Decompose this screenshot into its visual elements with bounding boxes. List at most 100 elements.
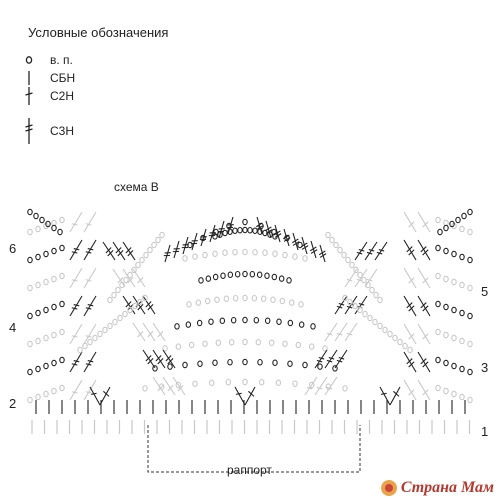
treble-stitch [256, 216, 263, 235]
watermark: Страна Мам [380, 479, 494, 497]
treble-stitch [265, 220, 272, 239]
stitch-bar [71, 335, 78, 338]
chain-stitch [43, 362, 49, 370]
stitch-bar [127, 250, 134, 257]
double-stitch [417, 211, 431, 233]
treble-stitch [218, 220, 225, 239]
treble-stitch [403, 295, 417, 317]
chain-stitch [27, 312, 33, 320]
chain-stitch [117, 314, 123, 322]
chain-stitch [302, 255, 308, 262]
chain-stitch [195, 299, 202, 306]
stitch-bar [71, 251, 78, 254]
chain-stitch [151, 241, 157, 249]
stitch-bar [137, 277, 144, 284]
chain-stitch [159, 231, 165, 239]
treble-stitch [417, 239, 431, 261]
row-number-4: 4 [9, 320, 17, 335]
stitch-bar [422, 221, 429, 228]
legend-item-sc: СБН [22, 68, 75, 88]
double-stitch [69, 211, 83, 233]
chain-stitch [107, 296, 113, 304]
stitch-bar [306, 386, 313, 390]
chain-stitch [43, 306, 49, 314]
chain-stitch [322, 345, 328, 352]
chain-stitch [182, 255, 188, 262]
chain-stitch [253, 316, 260, 324]
double-stitch [162, 376, 176, 396]
chain-stitch [467, 312, 473, 320]
chain-stitch [242, 378, 248, 386]
treble-stitch [122, 295, 136, 315]
chain-stitch [197, 360, 203, 367]
stitch-bar [73, 304, 80, 307]
chain-stitch [329, 236, 335, 244]
chain-stitch [175, 381, 182, 389]
dc-icon [25, 87, 33, 105]
chain-stitch [387, 330, 393, 338]
chain-stitch [402, 342, 408, 350]
chain-stitch [459, 253, 465, 261]
double-stitch [69, 379, 83, 401]
stitch-bar [310, 249, 318, 254]
chain-stitch [467, 208, 473, 216]
chain-stitch [87, 338, 93, 346]
chain-stitch [292, 253, 298, 260]
chain-stitch [286, 277, 292, 284]
stitch-bar [336, 305, 343, 309]
stitch-bar [300, 242, 308, 248]
chain-stitch [435, 384, 441, 392]
legend-item-tr: С3Н [22, 118, 74, 144]
chain-stitch [186, 301, 192, 308]
treble-stitch [69, 295, 83, 317]
chain-stitch [27, 256, 33, 264]
double-stitch [69, 323, 83, 345]
double-stitch [417, 379, 431, 401]
stitch-bar [85, 279, 92, 282]
chain-stitch [92, 334, 98, 342]
chain-stitch [51, 359, 57, 367]
stitch-bar [422, 277, 429, 284]
chain-stitch [461, 212, 467, 220]
stitch-bar [177, 385, 184, 392]
treble-stitch [162, 349, 176, 369]
stitch-bar [326, 332, 333, 336]
stitch-bar [157, 358, 164, 365]
stitch-bar [326, 386, 333, 390]
chain-stitch [287, 319, 294, 327]
stitch-bar [73, 248, 80, 251]
chain-stitch [449, 220, 455, 228]
chain-stitch [443, 303, 449, 311]
chain-stitch [252, 248, 258, 256]
chain-stitch [214, 296, 220, 303]
stitch-bar [87, 248, 94, 251]
chain-stitch [51, 247, 57, 255]
chain-stitch [297, 241, 303, 249]
stitch-bar [85, 363, 92, 366]
legend-label-chain: в. п. [50, 53, 73, 67]
chain-stitch [59, 356, 65, 364]
stitch-bar [145, 301, 152, 308]
treble-stitch [417, 295, 431, 317]
stitch-bar [346, 332, 353, 336]
chain-stitch [33, 212, 39, 220]
scheme-title: схема В [114, 180, 159, 194]
chain-stitch [332, 365, 338, 372]
chain-stitch [357, 271, 363, 279]
chain-stitch [27, 396, 33, 404]
chain-stitch [275, 379, 282, 387]
treble-stitch [83, 239, 97, 261]
legend-title: Условные обозначения [28, 25, 169, 40]
repeat-label: раппорт [227, 463, 272, 477]
chain-stitch [451, 278, 457, 286]
chain-stitch [192, 253, 198, 260]
stitch-bar [422, 249, 429, 256]
chain-stitch [362, 310, 368, 318]
chain-stitch [208, 318, 214, 325]
chain-stitch [451, 390, 457, 398]
stitch-bar [301, 245, 309, 250]
treble-stitch [274, 224, 281, 243]
treble-stitch [374, 241, 388, 261]
chain-stitch [142, 385, 148, 392]
stitch-bar [167, 385, 174, 392]
